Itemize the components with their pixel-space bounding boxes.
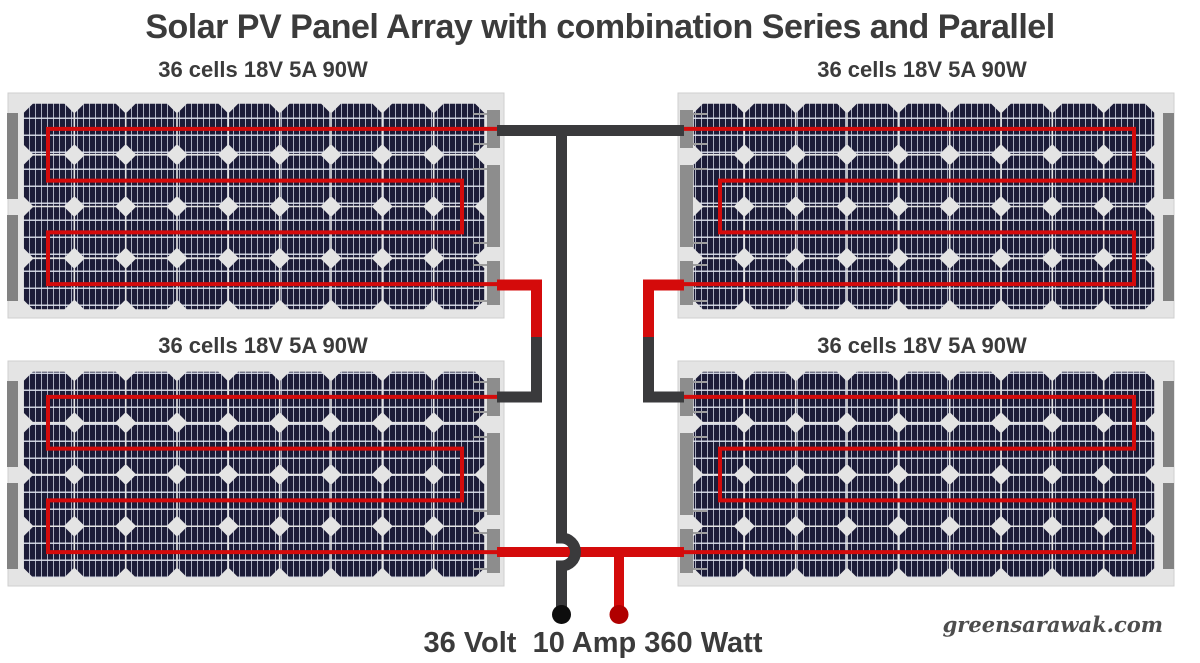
panel-cells — [693, 103, 1155, 310]
mounting-tab — [1163, 381, 1174, 467]
wire-negative-bus-drop — [556, 130, 581, 607]
negative-terminal-dot — [552, 605, 571, 624]
cell-string-wire-top-left — [46, 126, 500, 287]
terminal-bracket — [680, 433, 693, 515]
mounting-tab — [1163, 483, 1174, 569]
wire-series-link-left-negative — [497, 337, 542, 403]
panel-label-top-right: 36 cells 18V 5A 90W — [817, 57, 1027, 82]
positive-terminal-dot — [609, 605, 629, 624]
cell-string-wire-top-right — [684, 126, 1136, 287]
mounting-tab — [1163, 113, 1174, 199]
mounting-tab — [7, 113, 18, 199]
panel-label-bottom-left: 36 cells 18V 5A 90W — [158, 333, 368, 358]
mounting-tab — [7, 215, 18, 301]
panel-label-bottom-right: 36 cells 18V 5A 90W — [817, 333, 1027, 358]
diagram-title: Solar PV Panel Array with combination Se… — [145, 8, 1055, 46]
terminal-bracket — [487, 165, 500, 247]
terminal-bracket — [680, 165, 693, 247]
output-rating-text: 36 Volt 10 Amp 360 Watt — [423, 627, 763, 659]
wire-series-link-right-positive — [643, 279, 684, 341]
wire-series-link-right-negative — [643, 337, 684, 403]
mounting-tab — [7, 381, 18, 467]
watermark-text: greensarawak.com — [942, 612, 1163, 637]
mounting-tab — [7, 483, 18, 569]
panel-label-top-left: 36 cells 18V 5A 90W — [158, 57, 368, 82]
cell-string-wire-bottom-left — [46, 394, 500, 555]
cell-string-wire-bottom-right — [684, 394, 1136, 555]
mounting-tab — [1163, 215, 1174, 301]
terminal-bracket — [487, 433, 500, 515]
wire-series-link-left-positive — [497, 279, 542, 341]
